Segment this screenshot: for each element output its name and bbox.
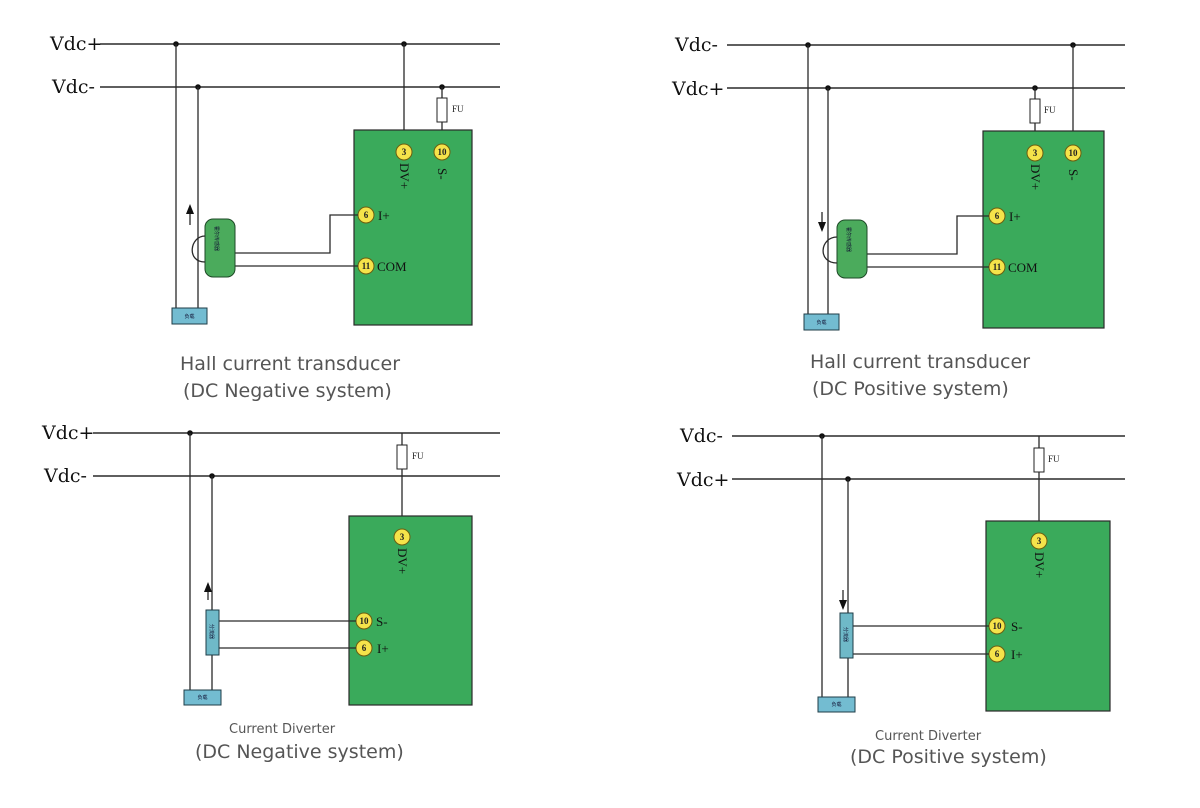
svg-text:6: 6 xyxy=(364,210,369,220)
svg-text:S-: S- xyxy=(1011,619,1023,634)
svg-text:S-: S- xyxy=(376,614,388,629)
rail-label-lower: Vdc+ xyxy=(671,78,724,100)
panel-diverter-dc-negative: Vdc+ Vdc- FU 3 DV+ 10 S- 6 I+ 分流器 负载 Cur… xyxy=(41,422,500,763)
terminal-3 xyxy=(1030,532,1048,550)
svg-text:霍尔传感器: 霍尔传感器 xyxy=(213,226,220,251)
terminal-10 xyxy=(433,143,451,161)
svg-text:分流器: 分流器 xyxy=(842,627,849,642)
rail-label-upper: Vdc- xyxy=(679,425,723,447)
svg-text:6: 6 xyxy=(995,211,1000,221)
svg-text:负载: 负载 xyxy=(816,319,826,326)
shunt xyxy=(839,612,854,659)
hall-sensor xyxy=(204,218,236,278)
module-box xyxy=(985,520,1111,712)
arrow-down-icon xyxy=(839,600,847,610)
svg-text:FU: FU xyxy=(412,451,424,461)
svg-text:6: 6 xyxy=(995,649,1000,659)
caption-title: Current Diverter xyxy=(875,729,982,744)
load-box xyxy=(171,307,208,325)
fuse-label: FU xyxy=(452,104,464,114)
svg-text:负载: 负载 xyxy=(831,701,841,708)
arrow-down-icon xyxy=(818,222,826,232)
svg-text:FU: FU xyxy=(1044,105,1056,115)
svg-text:10: 10 xyxy=(993,621,1003,631)
terminal-label-i-plus: I+ xyxy=(378,208,390,223)
fuse xyxy=(1029,98,1041,124)
svg-text:6: 6 xyxy=(362,643,367,653)
svg-text:3: 3 xyxy=(400,532,405,542)
svg-text:COM: COM xyxy=(1008,260,1038,275)
load-label: 负载 xyxy=(184,313,194,320)
caption-title: Hall current transducer xyxy=(180,353,400,375)
panel-diverter-dc-positive: Vdc- Vdc+ FU 3 DV+ 10 S- 6 I+ 分流器 负载 Cur… xyxy=(676,425,1125,768)
terminal-3 xyxy=(1026,144,1044,162)
load-box xyxy=(803,313,840,331)
svg-text:霍尔传感器: 霍尔传感器 xyxy=(845,227,852,252)
panel-hall-dc-negative: Vdc+ Vdc- FU 3 DV+ 10 S- 6 I+ 11 COM 霍尔传… xyxy=(49,33,500,402)
svg-text:负载: 负载 xyxy=(197,694,207,701)
panel-hall-dc-positive: Vdc- Vdc+ FU 3 DV+ 10 S- 6 I+ 11 COM 霍尔传… xyxy=(671,34,1125,400)
caption-title: Current Diverter xyxy=(229,722,336,737)
svg-text:10: 10 xyxy=(1069,148,1079,158)
fuse xyxy=(436,97,448,123)
caption-subtitle: (DC Positive system) xyxy=(812,378,1009,400)
caption-subtitle: (DC Positive system) xyxy=(850,746,1047,768)
svg-text:11: 11 xyxy=(362,261,371,271)
caption-title: Hall current transducer xyxy=(810,351,1030,373)
svg-text:FU: FU xyxy=(1048,454,1060,464)
svg-text:DV+: DV+ xyxy=(1032,552,1047,578)
terminal-3 xyxy=(393,528,411,546)
shunt xyxy=(205,609,220,656)
svg-text:I+: I+ xyxy=(1011,647,1023,662)
rail-label-lower: Vdc- xyxy=(43,465,87,487)
module-box xyxy=(982,130,1105,329)
svg-text:分流器: 分流器 xyxy=(208,624,215,639)
terminal-10 xyxy=(1064,144,1082,162)
fuse xyxy=(1033,447,1045,473)
rail-label-upper: Vdc- xyxy=(674,34,718,56)
svg-text:11: 11 xyxy=(993,262,1002,272)
svg-text:S-: S- xyxy=(1066,169,1081,181)
svg-text:DV+: DV+ xyxy=(1028,164,1043,190)
load-box xyxy=(817,696,856,713)
svg-text:10: 10 xyxy=(360,616,370,626)
svg-text:3: 3 xyxy=(1033,148,1038,158)
svg-text:I+: I+ xyxy=(1009,209,1021,224)
terminal-3 xyxy=(395,143,413,161)
svg-text:I+: I+ xyxy=(377,641,389,656)
terminal-label-s-minus: S- xyxy=(435,168,450,180)
rail-label-lower: Vdc- xyxy=(51,76,95,98)
rail-label-lower: Vdc+ xyxy=(676,469,729,491)
svg-text:10: 10 xyxy=(438,147,448,157)
arrow-up-icon xyxy=(204,582,212,592)
terminal-label-com: COM xyxy=(377,259,407,274)
caption-subtitle: (DC Negative system) xyxy=(183,380,392,402)
svg-text:DV+: DV+ xyxy=(395,548,410,574)
fuse xyxy=(396,444,408,470)
hall-sensor xyxy=(836,219,868,279)
rail-label-upper: Vdc+ xyxy=(41,422,94,444)
module-box xyxy=(353,129,473,326)
module-box xyxy=(348,515,473,706)
rail-label-upper: Vdc+ xyxy=(49,33,102,55)
arrow-up-icon xyxy=(186,204,194,214)
terminal-label-dv-plus: DV+ xyxy=(397,163,412,189)
svg-text:3: 3 xyxy=(402,147,407,157)
load-box xyxy=(183,689,222,706)
svg-text:3: 3 xyxy=(1037,536,1042,546)
caption-subtitle: (DC Negative system) xyxy=(195,741,404,763)
